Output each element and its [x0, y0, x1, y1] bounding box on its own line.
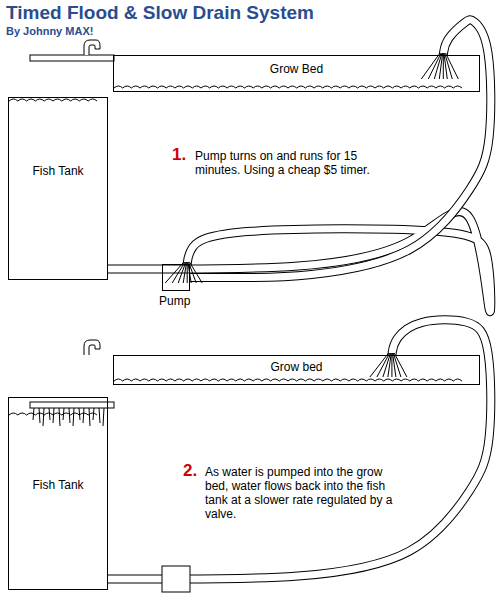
water-surface — [9, 86, 462, 415]
valve-spout — [84, 40, 100, 55]
spray-line — [189, 262, 202, 283]
drip-line — [99, 408, 100, 423]
drip-line — [83, 408, 84, 423]
spray-line — [388, 353, 391, 377]
author-credit: By Johnny MAX! — [6, 24, 93, 38]
spray-line — [383, 353, 391, 377]
box-label: Fish Tank — [9, 164, 107, 178]
step-note: As water is pumped into the grow bed, wa… — [205, 465, 393, 521]
spray-line — [445, 53, 453, 79]
box-label: Grow Bed — [114, 62, 479, 76]
pipe-end — [108, 212, 491, 312]
drip-line — [103, 408, 104, 426]
pipe-end — [190, 20, 491, 278]
drip-line — [59, 408, 60, 426]
water-wave — [114, 86, 462, 88]
spray-line — [183, 262, 186, 283]
spray-line — [439, 53, 442, 79]
grow-bed: Grow bed — [113, 355, 480, 385]
water-wave — [9, 99, 97, 101]
spray-line — [446, 53, 459, 79]
pipe-bore — [108, 212, 491, 312]
drip-line — [93, 408, 94, 420]
spray-line — [393, 353, 401, 377]
water-spray — [165, 53, 458, 377]
water-pipe — [108, 320, 491, 579]
step-note: Pump turns on and runs for 15 minutes. U… — [195, 149, 373, 177]
box-label: Fish Tank — [9, 478, 107, 492]
spray-line — [377, 353, 390, 377]
drip-line — [39, 408, 40, 423]
drip-line — [69, 408, 70, 423]
drip-line — [89, 408, 90, 426]
drip-line — [73, 408, 74, 426]
spray-line — [187, 262, 188, 283]
spray-line — [434, 53, 442, 79]
part-name: Pump — [159, 294, 190, 308]
valve-spout — [84, 340, 100, 355]
spray-line — [391, 353, 392, 377]
drip-line — [43, 408, 44, 426]
pipe-end — [108, 320, 491, 579]
pipe-bore — [108, 320, 491, 579]
pump-symbol — [162, 566, 190, 592]
box-label: Grow bed — [114, 360, 479, 374]
water-pipe — [190, 20, 491, 278]
pipe-bore — [190, 20, 491, 278]
diagram-title: Timed Flood & Slow Drain System — [6, 2, 314, 24]
spray-line — [172, 262, 185, 283]
drain-pipe — [30, 55, 114, 61]
drain-drips — [33, 408, 104, 426]
grow-bed: Grow Bed — [113, 55, 480, 92]
callout-number: 2. — [183, 462, 197, 480]
water-wave — [9, 413, 97, 415]
pump-box: Pump — [162, 264, 190, 291]
fish-tank: Fish Tank — [8, 97, 108, 280]
water-wave — [114, 379, 462, 381]
pipe-wall — [190, 20, 491, 278]
drip-line — [49, 408, 50, 420]
fish-tank: Fish Tank — [8, 397, 108, 590]
drain-pipe — [30, 402, 114, 408]
water-pipe — [108, 212, 491, 312]
spray-line — [394, 353, 407, 377]
pipe-wall — [108, 320, 491, 579]
callout-number: 1. — [172, 146, 186, 164]
pipe-wall — [108, 212, 491, 312]
spray-line — [178, 262, 186, 283]
spray-line — [428, 53, 441, 79]
spray-line — [443, 53, 444, 79]
